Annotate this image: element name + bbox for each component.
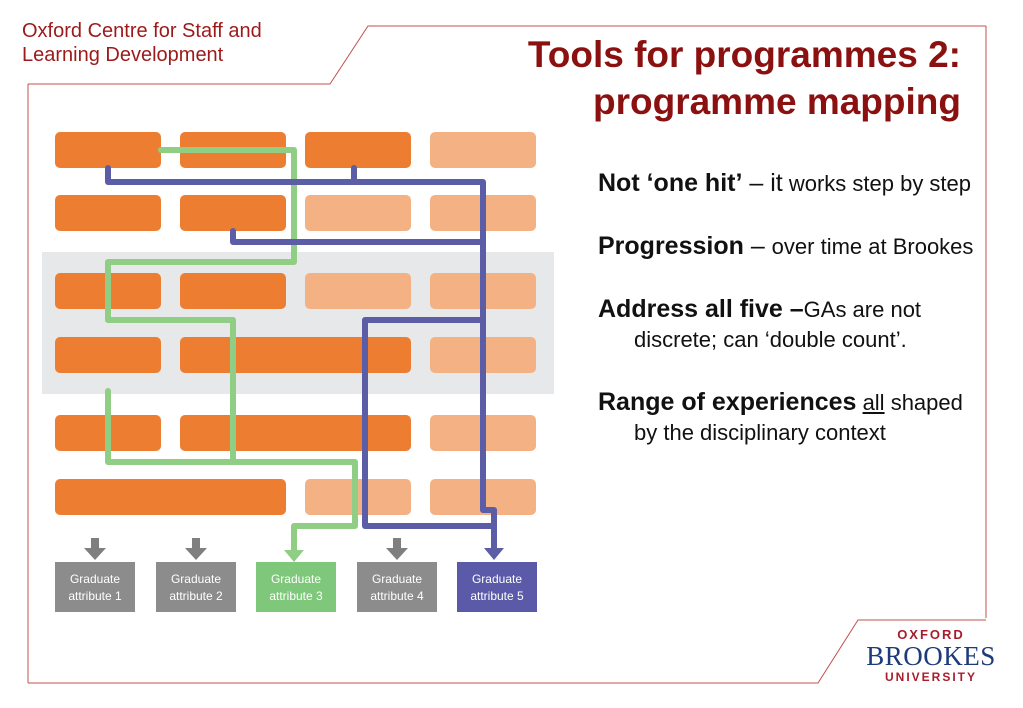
svg-text:Graduate: Graduate bbox=[70, 572, 120, 586]
organization-name: Oxford Centre for Staff and Learning Dev… bbox=[22, 19, 262, 67]
module-block bbox=[180, 273, 286, 309]
bullet-text: works step by step bbox=[782, 171, 972, 196]
bullet-lead: Progression bbox=[598, 232, 744, 260]
svg-text:Graduate: Graduate bbox=[472, 572, 522, 586]
svg-text:Graduate: Graduate bbox=[372, 572, 422, 586]
module-block bbox=[305, 195, 411, 231]
svg-text:attribute 2: attribute 2 bbox=[169, 589, 223, 603]
module-block bbox=[305, 273, 411, 309]
logo-line-2: BROOKES bbox=[866, 641, 996, 671]
module-block bbox=[55, 132, 161, 168]
module-block bbox=[180, 337, 411, 373]
bullet-address-all-five: Address all five –GAs are not discrete; … bbox=[598, 294, 978, 355]
svg-text:attribute 3: attribute 3 bbox=[269, 589, 323, 603]
bullet-lead: Address all five – bbox=[598, 295, 804, 323]
slide-title: Tools for programmes 2: programme mappin… bbox=[441, 31, 961, 125]
green-arrowhead bbox=[284, 550, 304, 562]
module-block bbox=[430, 132, 536, 168]
bullet-separator: – bbox=[743, 232, 772, 260]
bullet-mid: it bbox=[770, 169, 783, 197]
svg-text:attribute 5: attribute 5 bbox=[470, 589, 524, 603]
svg-text:attribute 1: attribute 1 bbox=[68, 589, 122, 603]
green-pathway bbox=[105, 147, 358, 555]
title-line-1: Tools for programmes 2: bbox=[527, 34, 961, 75]
module-block bbox=[180, 195, 286, 231]
purple-pathway bbox=[105, 165, 497, 551]
graduate-attribute-5: Graduate attribute 5 bbox=[457, 562, 537, 612]
bullet-lead: Not ‘one hit’ bbox=[598, 169, 743, 197]
graduate-attribute-3: Graduate attribute 3 bbox=[256, 562, 336, 612]
org-line-2: Learning Development bbox=[22, 44, 224, 66]
title-line-2: programme mapping bbox=[593, 81, 961, 122]
bullet-separator: – bbox=[742, 169, 771, 197]
graduate-attribute-4: Graduate attribute 4 bbox=[357, 562, 437, 612]
svg-text:Graduate: Graduate bbox=[271, 572, 321, 586]
graduate-attribute-2: Graduate attribute 2 bbox=[156, 562, 236, 612]
bullet-list: Not ‘one hit’ – it works step by step Pr… bbox=[598, 168, 978, 480]
bullet-text: GAs are not discrete; can ‘double count’… bbox=[634, 297, 922, 352]
bullet-text: over time at Brookes bbox=[771, 234, 974, 259]
org-line-1: Oxford Centre for Staff and bbox=[22, 20, 262, 42]
logo-line-3: UNIVERSITY bbox=[884, 670, 977, 684]
bullet-underlined: all bbox=[862, 390, 885, 415]
module-block bbox=[180, 415, 411, 451]
bullet-text: shaped by the disciplinary context bbox=[634, 390, 963, 445]
module-block bbox=[305, 132, 411, 168]
module-block bbox=[55, 337, 161, 373]
logo-line-1: OXFORD bbox=[897, 627, 965, 642]
bullet-lead: Range of experiences bbox=[598, 388, 857, 416]
svg-text:attribute 4: attribute 4 bbox=[370, 589, 424, 603]
purple-arrowhead bbox=[484, 548, 504, 560]
bullet-range-of-experiences: Range of experiences all shaped by the d… bbox=[598, 387, 978, 448]
svg-text:Graduate: Graduate bbox=[171, 572, 221, 586]
module-block bbox=[55, 195, 161, 231]
bullet-not-one-hit: Not ‘one hit’ – it works step by step bbox=[598, 168, 978, 199]
grey-arrows bbox=[84, 538, 408, 560]
bullet-progression: Progression – over time at Brookes bbox=[598, 231, 978, 262]
module-block bbox=[55, 479, 286, 515]
oxford-brookes-logo: OXFORD BROOKES UNIVERSITY bbox=[858, 627, 1004, 685]
graduate-attribute-1: Graduate attribute 1 bbox=[55, 562, 135, 612]
